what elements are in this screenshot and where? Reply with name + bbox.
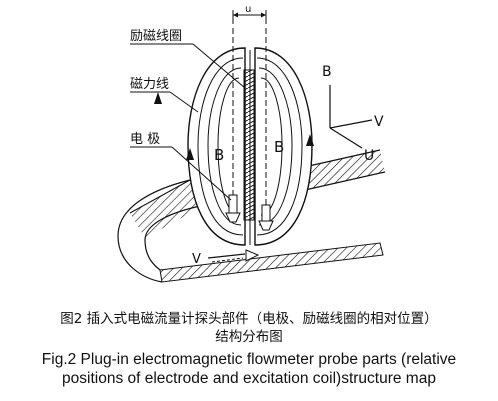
- figure-caption: 图2 插入式电磁流量计探头部件（电极、励磁线圈的相对位置） 结构分布图 Fig.…: [0, 310, 498, 388]
- field-arrows: [186, 134, 314, 160]
- magnetic-lines-label: 磁力线: [130, 77, 169, 92]
- excitation-coil-label: 励磁线圈: [130, 29, 182, 44]
- caption-en-line2: positions of electrode and excitation co…: [62, 370, 436, 387]
- electrodes: [225, 28, 274, 231]
- left-field-arrow: [154, 92, 162, 104]
- voltage-u-label: u: [245, 4, 251, 15]
- axis-b-label: B: [322, 64, 332, 80]
- excitation-coil: [243, 69, 255, 221]
- field-b-right-label: B: [274, 138, 284, 156]
- pipe: [117, 149, 386, 283]
- electrode-right: [258, 204, 274, 231]
- caption-cn-line1: 图2 插入式电磁流量计探头部件（电极、励磁线圈的相对位置）: [60, 311, 438, 327]
- axis-v-label: V: [374, 114, 384, 130]
- pipe-lower-wall: [159, 242, 384, 283]
- axis-u-label: U: [364, 148, 374, 164]
- pipe-upper-wall: [130, 180, 205, 238]
- callouts: 励磁线圈 磁力线 电 极: [130, 29, 246, 201]
- electrode-label: 电 极: [130, 132, 160, 147]
- electrode-left: [225, 194, 241, 223]
- probe-structure-diagram: V: [117, 4, 386, 283]
- caption-cn-line2: 结构分布图: [215, 329, 283, 345]
- field-b-left-label: B: [214, 146, 224, 164]
- coordinate-axes: B V U: [322, 64, 384, 164]
- voltage-bracket: u: [232, 4, 267, 24]
- caption-en-line1: Fig.2 Plug-in electromagnetic flowmeter …: [41, 351, 457, 368]
- flow-arrow: V: [192, 249, 260, 267]
- flow-velocity-label: V: [192, 252, 201, 267]
